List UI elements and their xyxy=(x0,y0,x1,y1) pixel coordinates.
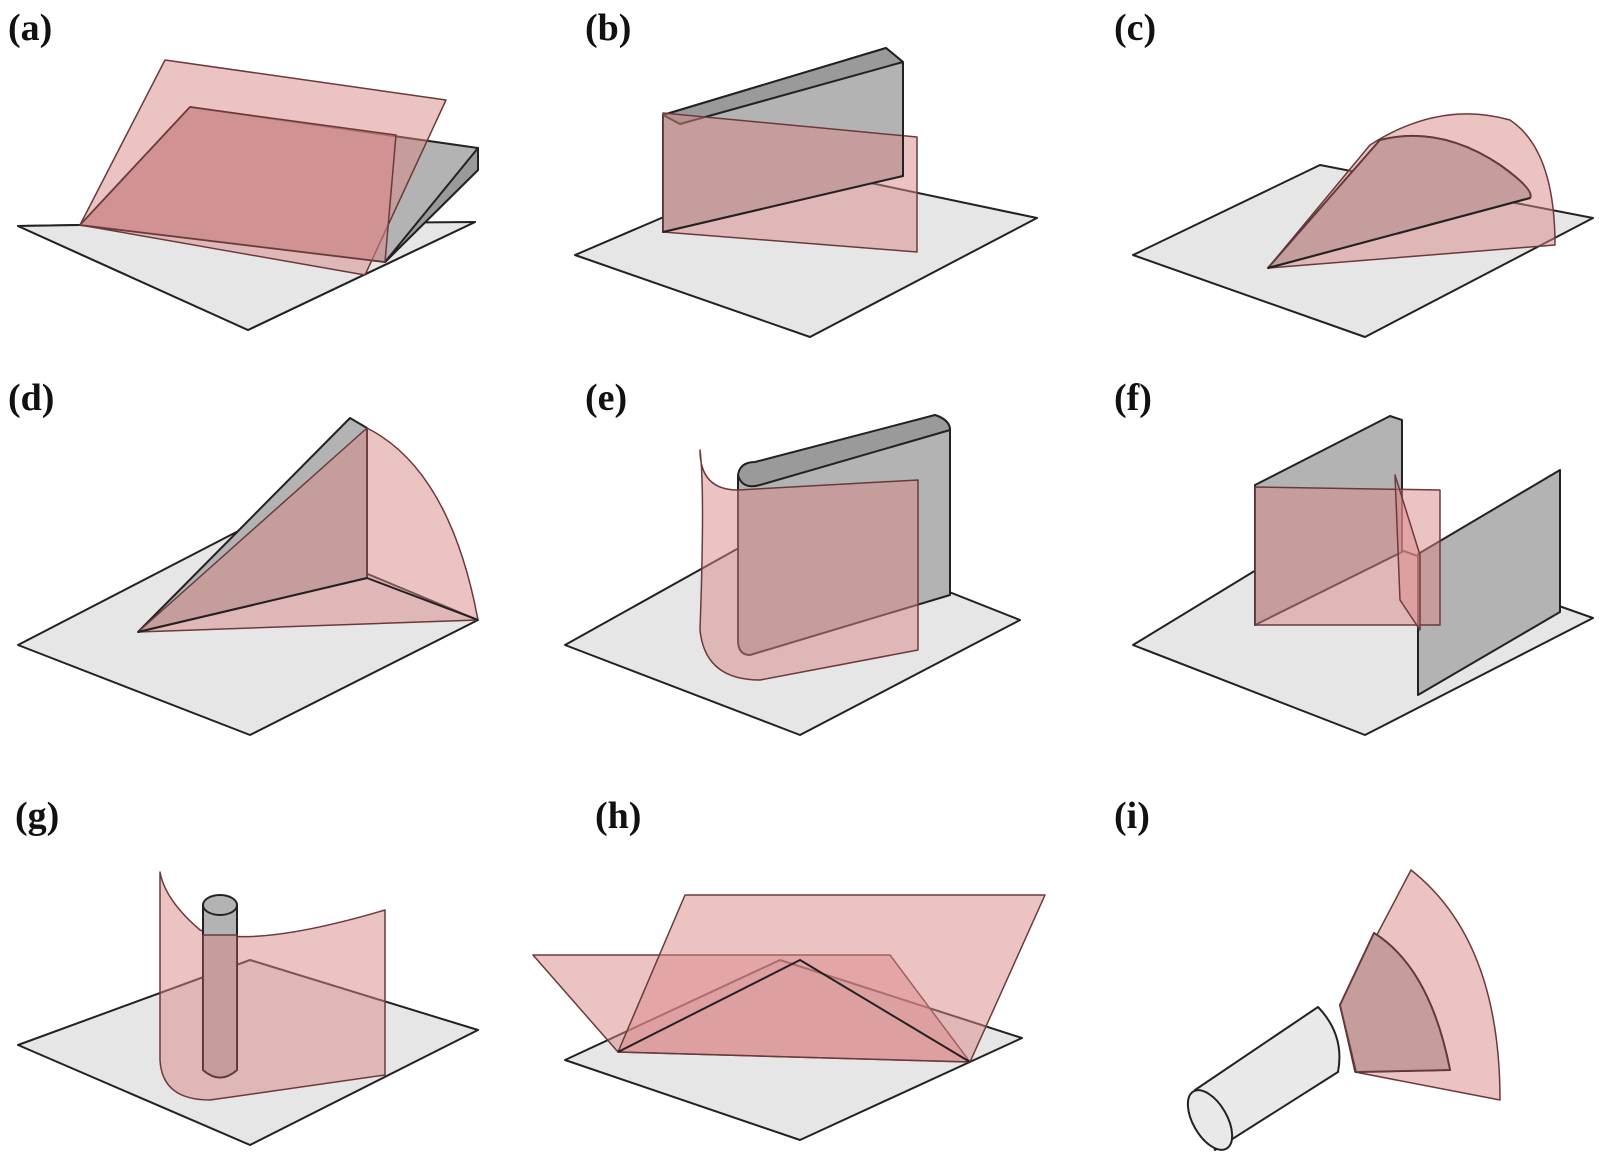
cylinder-top xyxy=(202,894,238,916)
panel-label-a: (a) xyxy=(8,7,52,49)
curved-section xyxy=(159,871,386,1101)
panel-h: (h) xyxy=(532,795,1046,1141)
panel-label-b: (b) xyxy=(585,7,631,49)
section-overlap xyxy=(202,934,238,1079)
panel-f: (f) xyxy=(1114,377,1594,736)
panel-label-g: (g) xyxy=(15,795,59,837)
panel-label-h: (h) xyxy=(595,795,641,837)
panel-b: (b) xyxy=(574,7,1038,338)
panel-c: (c) xyxy=(1114,7,1594,338)
ridge-edge xyxy=(617,959,971,1063)
panel-label-e: (e) xyxy=(585,377,627,419)
panel-label-d: (d) xyxy=(8,377,54,419)
section-overlap xyxy=(1267,135,1532,269)
panel-a: (a) xyxy=(8,7,479,331)
curved-section xyxy=(699,449,919,681)
panel-label-c: (c) xyxy=(1114,7,1156,49)
panel-label-i: (i) xyxy=(1114,795,1150,837)
panel-label-f: (f) xyxy=(1114,377,1152,419)
wall-edge xyxy=(662,62,904,233)
wedge-edge xyxy=(137,577,479,633)
rod-end xyxy=(1186,1089,1234,1151)
right-wall-solid xyxy=(1417,469,1561,696)
cylinder-rod xyxy=(1194,1006,1341,1151)
section-plane xyxy=(1254,486,1441,626)
curved-wall-top xyxy=(737,414,951,488)
panel-g: (g) xyxy=(15,795,479,1146)
cross-plane xyxy=(1394,474,1421,631)
panel-i: (i) xyxy=(1114,795,1501,1151)
panel-d: (d) xyxy=(8,377,479,736)
section-overlap xyxy=(79,106,397,263)
wedge-side xyxy=(384,147,479,263)
section-overlap xyxy=(1339,932,1451,1073)
cone-edge xyxy=(1267,197,1531,269)
panel-e: (e) xyxy=(564,377,1021,736)
